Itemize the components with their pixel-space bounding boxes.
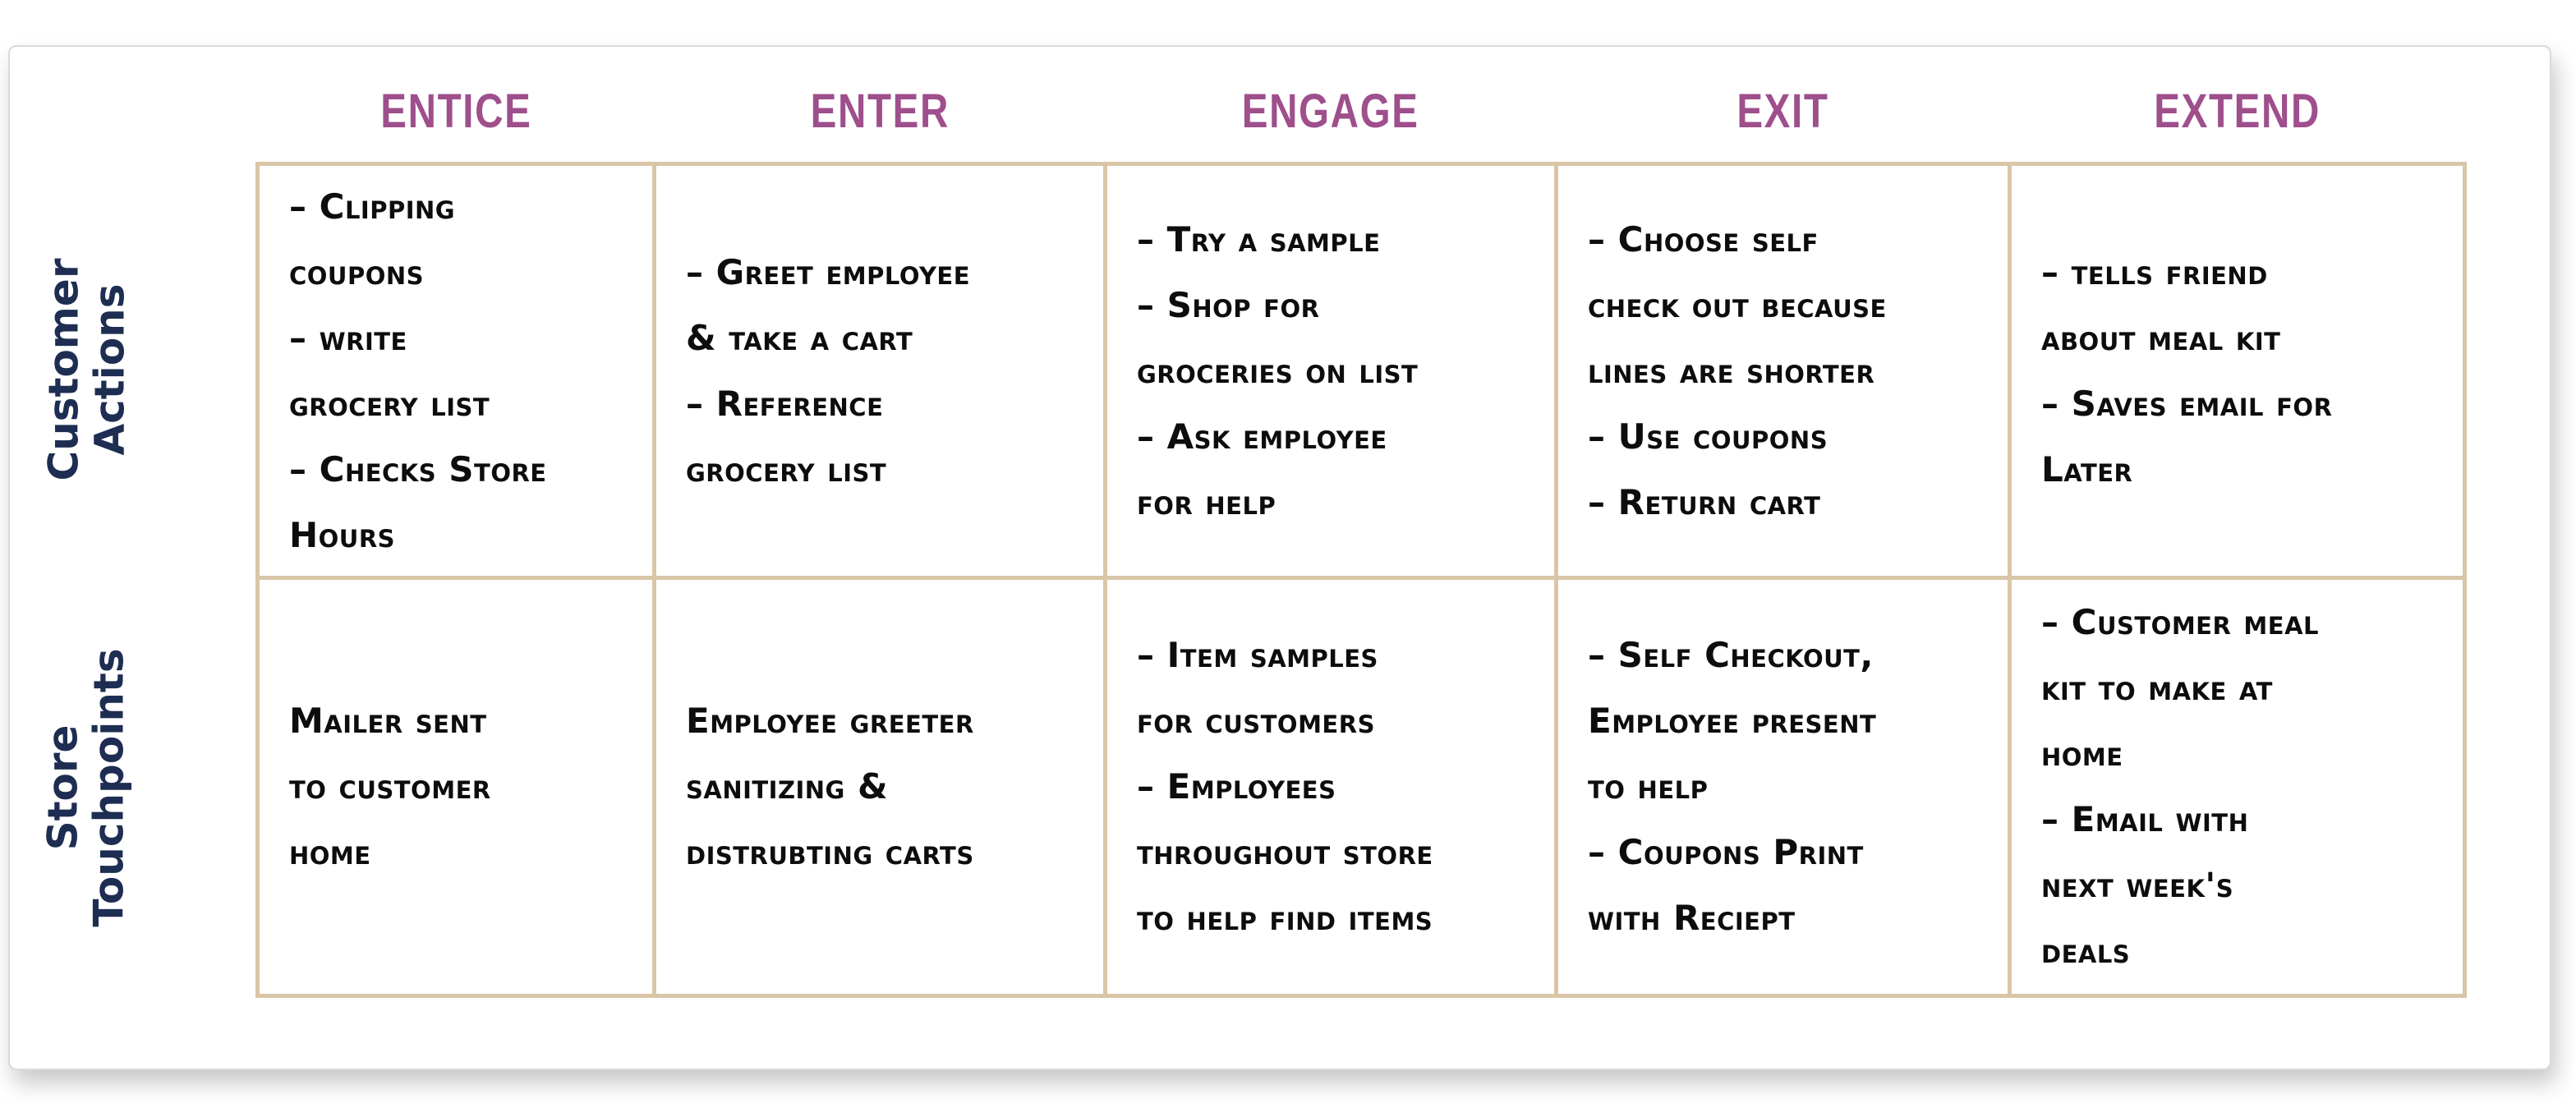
column-header-entice-label: ENTICE: [380, 84, 532, 138]
cell-store-touchpoints-exit-text: – Self Checkout, Employee present to hel…: [1588, 635, 1877, 938]
cell-store-touchpoints-entice-text: Mailer sent to customer home: [289, 701, 491, 872]
cell-customer-actions-enter: – Greet employee & take a cart – Referen…: [656, 166, 1103, 576]
column-header-extend: EXTEND: [2012, 76, 2463, 146]
cell-store-touchpoints-entice: Mailer sent to customer home: [260, 580, 652, 994]
row-label-customer-actions-text: Customer Actions: [39, 258, 134, 481]
cell-customer-actions-extend-text: – tells friend about meal kit – Saves em…: [2041, 251, 2333, 490]
cell-customer-actions-engage-text: – Try a sample – Shop for groceries on l…: [1137, 218, 1419, 522]
cell-store-touchpoints-enter-text: Employee greeter sanitizing & distrubtin…: [686, 701, 974, 872]
cell-store-touchpoints-extend: – Customer meal kit to make at home – Em…: [2012, 580, 2463, 994]
column-header-exit: EXIT: [1558, 76, 2008, 146]
row-label-store-touchpoints-text: Store Touchpoints: [39, 648, 133, 927]
column-header-extend-label: EXTEND: [2154, 84, 2321, 138]
column-header-engage: ENGAGE: [1107, 76, 1554, 146]
column-header-enter: ENTER: [656, 76, 1103, 146]
cell-store-touchpoints-engage: – Item samples for customers – Employees…: [1107, 580, 1554, 994]
column-header-exit-label: EXIT: [1736, 84, 1829, 138]
cell-store-touchpoints-exit: – Self Checkout, Employee present to hel…: [1558, 580, 2008, 994]
column-header-row: ENTICE ENTER ENGAGE EXIT EXTEND: [255, 76, 2467, 146]
column-header-enter-label: ENTER: [810, 84, 950, 138]
cell-customer-actions-extend: – tells friend about meal kit – Saves em…: [2012, 166, 2463, 576]
row-label-store-touchpoints: Store Touchpoints: [0, 577, 172, 998]
cell-customer-actions-enter-text: – Greet employee & take a cart – Referen…: [686, 251, 971, 490]
column-header-entice: ENTICE: [260, 76, 652, 146]
cell-customer-actions-exit: – Choose self check out because lines ar…: [1558, 166, 2008, 576]
cell-customer-actions-engage: – Try a sample – Shop for groceries on l…: [1107, 166, 1554, 576]
cell-customer-actions-entice: – Clipping coupons – write grocery list …: [260, 166, 652, 576]
cell-store-touchpoints-extend-text: – Customer meal kit to make at home – Em…: [2041, 602, 2320, 971]
column-header-engage-label: ENGAGE: [1242, 84, 1419, 138]
cell-customer-actions-entice-text: – Clipping coupons – write grocery list …: [289, 186, 547, 555]
row-label-customer-actions: Customer Actions: [0, 162, 172, 577]
cell-store-touchpoints-engage-text: – Item samples for customers – Employees…: [1137, 635, 1433, 938]
journey-map-table: – Clipping coupons – write grocery list …: [255, 162, 2467, 998]
cell-store-touchpoints-enter: Employee greeter sanitizing & distrubtin…: [656, 580, 1103, 994]
cell-customer-actions-exit-text: – Choose self check out because lines ar…: [1588, 218, 1887, 522]
